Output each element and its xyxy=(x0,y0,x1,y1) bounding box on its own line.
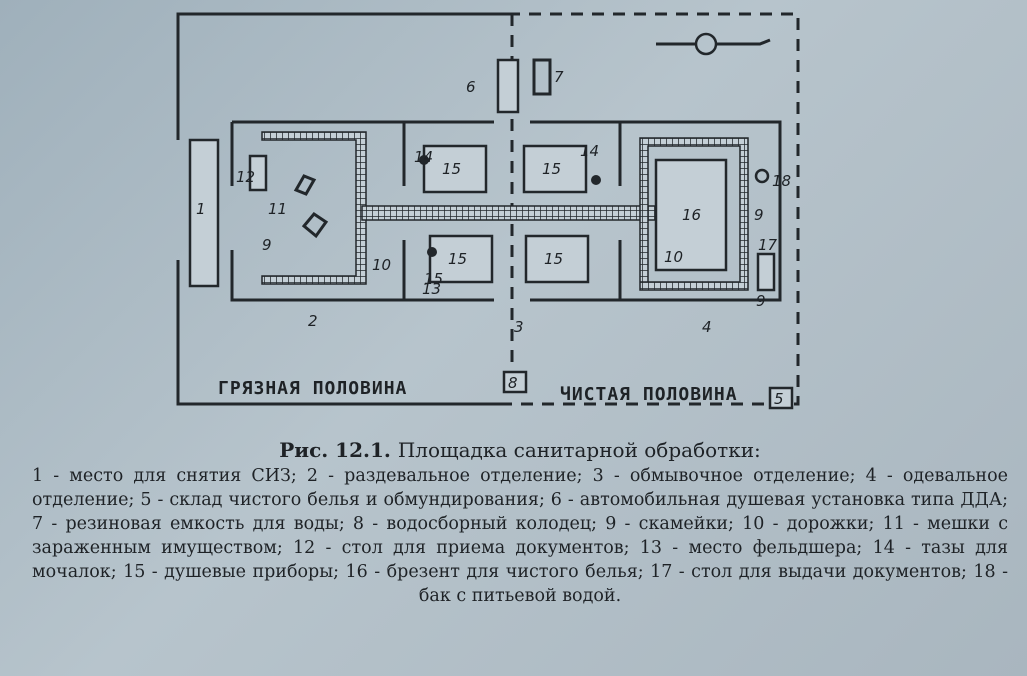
washing-room-wall xyxy=(404,120,620,302)
water-tank-icon xyxy=(754,168,770,184)
basin-dot xyxy=(427,247,437,257)
figure-label: Рис. 12.1. xyxy=(279,438,391,462)
marker-15e: 15 xyxy=(424,270,443,288)
clean-half-label: ЧИСТАЯ ПОЛОВИНА xyxy=(560,384,738,405)
entrance-platform xyxy=(188,138,220,288)
marker-1: 1 xyxy=(196,200,206,218)
valve-icon xyxy=(694,32,718,56)
drain-well xyxy=(502,370,528,394)
dirty-half-label: ГРЯЗНАЯ ПОЛОВИНА xyxy=(218,378,407,399)
clean-linen-store xyxy=(768,386,794,410)
shower-unit-4 xyxy=(524,234,590,284)
marker-14a: 14 xyxy=(414,148,433,166)
site-plan-diagram: 1 2 3 4 5 6 7 8 9 9 9 10 10 11 12 13 14 … xyxy=(176,12,800,410)
marker-12: 12 xyxy=(236,168,255,186)
marker-9c: 9 xyxy=(756,292,766,310)
marker-11: 11 xyxy=(268,200,287,218)
marker-18: 18 xyxy=(772,172,791,190)
marker-13: 13 xyxy=(422,280,441,298)
caption-title: Рис. 12.1. Площадка санитарной обработки… xyxy=(20,438,1020,462)
tank-outline xyxy=(532,58,552,96)
marker-3: 3 xyxy=(514,318,524,336)
marker-15a: 15 xyxy=(442,160,461,178)
shower-unit-3 xyxy=(428,234,494,284)
shower-unit-2 xyxy=(522,144,588,194)
figure-caption: Рис. 12.1. Площадка санитарной обработки… xyxy=(20,438,1020,608)
marker-10b: 10 xyxy=(664,248,683,266)
issue-table xyxy=(756,252,776,292)
figure-title: Площадка санитарной обработки: xyxy=(397,438,761,462)
canvas-sheet xyxy=(654,158,728,272)
marker-9b: 9 xyxy=(754,206,764,224)
basin-dot xyxy=(591,175,601,185)
marker-2: 2 xyxy=(308,312,318,330)
marker-5: 5 xyxy=(774,390,784,408)
central-path xyxy=(361,205,663,221)
marker-17: 17 xyxy=(758,236,778,254)
basin-dot xyxy=(419,155,429,165)
marker-15d: 15 xyxy=(544,250,563,268)
water-line xyxy=(656,38,771,46)
shower-unit-1 xyxy=(422,144,488,194)
document-table xyxy=(248,154,268,192)
shower-truck xyxy=(496,58,520,114)
marker-9a: 9 xyxy=(262,236,272,254)
marker-14b: 14 xyxy=(580,142,599,160)
marker-6: 6 xyxy=(466,78,476,96)
marker-8: 8 xyxy=(508,374,518,392)
marker-4: 4 xyxy=(702,318,712,336)
marker-7: 7 xyxy=(554,68,564,86)
clean-half-boundary xyxy=(508,12,800,406)
marker-10a: 10 xyxy=(372,256,391,274)
marker-15b: 15 xyxy=(542,160,561,178)
path-hatching xyxy=(639,137,749,291)
marker-15c: 15 xyxy=(448,250,467,268)
path-hatching xyxy=(261,131,367,285)
marker-16: 16 xyxy=(682,206,701,224)
figure-legend: 1 - место для снятия СИЗ; 2 - раздевальн… xyxy=(32,466,1008,606)
dirty-half-boundary xyxy=(176,12,508,406)
dressing-room-wall xyxy=(618,120,782,302)
bags-icon xyxy=(293,174,329,239)
